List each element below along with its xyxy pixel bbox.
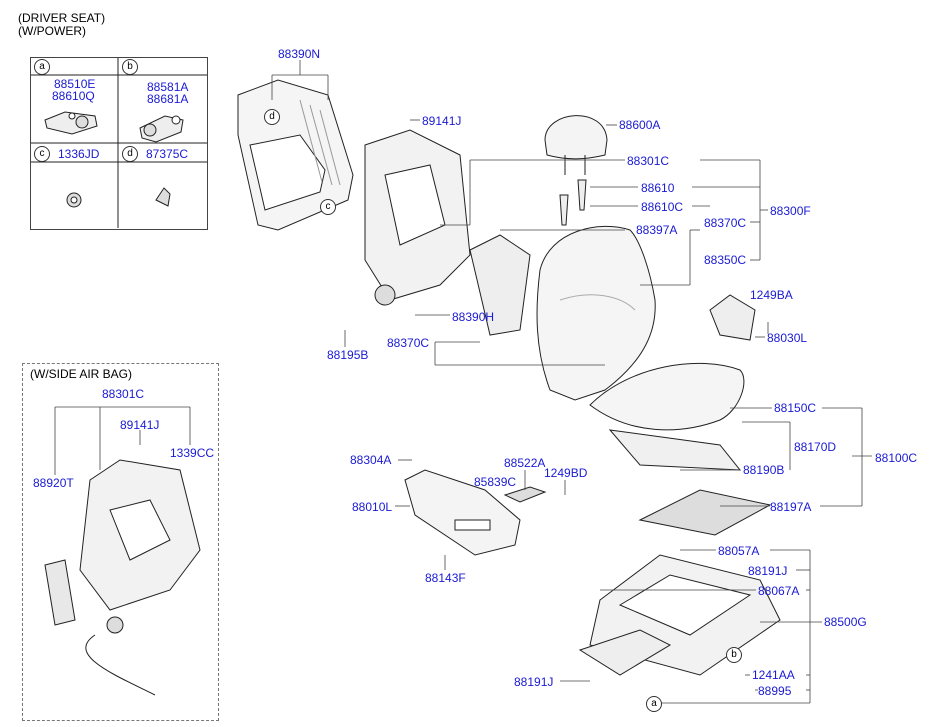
legend-key-a: a (34, 59, 50, 75)
marker-c: c (320, 199, 336, 215)
callout-88100C: 88100C (875, 451, 918, 465)
side-shield-drawing (709, 294, 756, 341)
callout-85839C: 85839C (474, 475, 517, 489)
callout-airbag-89141J: 89141J (120, 418, 160, 432)
legend-a-part-2: 88610Q (52, 89, 95, 103)
callout-88191J-top: 88191J (748, 564, 788, 578)
callout-88600A: 88600A (619, 118, 661, 132)
callout-88010L: 88010L (352, 500, 393, 514)
header-power: (W/POWER) (18, 24, 86, 38)
legend-key-b: b (122, 59, 138, 75)
callout-88190B: 88190B (743, 463, 785, 477)
callout-88397A: 88397A (636, 223, 678, 237)
callout-88390H: 88390H (452, 310, 495, 324)
motor-b-drawing (139, 115, 184, 143)
seat-back-frame-drawing (364, 129, 531, 336)
grommet-c-drawing (66, 192, 82, 208)
legend-d-part: 87375C (146, 147, 189, 161)
parts-legend-table (30, 57, 208, 230)
callout-1249BA: 1249BA (750, 288, 793, 302)
callout-88150C: 88150C (774, 401, 817, 415)
headrest-guides-drawing (559, 179, 587, 226)
airbag-section-title: (W/SIDE AIR BAG) (30, 367, 133, 381)
marker-b: b (726, 647, 742, 663)
callout-88350C: 88350C (704, 253, 747, 267)
marker-d: d (264, 109, 280, 125)
callout-88057A: 88057A (718, 544, 760, 558)
callout-88610C: 88610C (641, 200, 684, 214)
callout-88500G: 88500G (824, 615, 867, 629)
callout-88370C-top: 88370C (704, 216, 747, 230)
callout-airbag-88301C: 88301C (102, 387, 145, 401)
seat-back-cover-drawing (536, 225, 656, 401)
callout-1249BD: 1249BD (544, 466, 588, 480)
callout-88304A: 88304A (350, 453, 392, 467)
callout-88195B: 88195B (327, 348, 369, 362)
headrest-drawing (544, 115, 608, 175)
callout-88197A: 88197A (770, 500, 812, 514)
callout-88143F: 88143F (425, 571, 466, 585)
callout-88610: 88610 (641, 181, 675, 195)
callout-88522A: 88522A (504, 456, 546, 470)
legend-b-part-1: 88581A (147, 80, 189, 94)
heating-mat-drawing (638, 489, 772, 536)
airbag-section-box (22, 363, 219, 721)
callout-88370C-bottom: 88370C (387, 336, 430, 350)
callout-airbag-88920T: 88920T (33, 476, 74, 490)
clip-d-drawing (155, 187, 171, 207)
legend-key-c: c (34, 146, 50, 162)
callout-88301C: 88301C (627, 154, 670, 168)
callout-88995: 88995 (758, 684, 792, 698)
callout-88067A: 88067A (758, 584, 800, 598)
legend-c-part: 1336JD (58, 147, 100, 161)
callout-88300F: 88300F (770, 204, 811, 218)
callout-88191J-bottom: 88191J (514, 675, 554, 689)
marker-a: a (646, 696, 662, 712)
callout-88030L: 88030L (767, 331, 808, 345)
callout-89141J: 89141J (422, 114, 462, 128)
motor-a-drawing (44, 111, 98, 135)
seat-cushion-drawing (589, 362, 745, 471)
callout-88170D: 88170D (794, 440, 837, 454)
callout-88390N: 88390N (278, 47, 321, 61)
legend-a-part-1: 88510E (54, 77, 96, 91)
switch-drawing (503, 486, 547, 503)
side-trim-drawing (404, 469, 521, 556)
header-driver-seat: (DRIVER SEAT) (18, 11, 106, 25)
callout-airbag-1339CC: 1339CC (170, 446, 215, 460)
airbag-frame-drawing (44, 459, 201, 696)
legend-b-part-2: 88681A (147, 92, 189, 106)
callout-1241AA: 1241AA (752, 668, 795, 682)
legend-key-d: d (122, 146, 138, 162)
